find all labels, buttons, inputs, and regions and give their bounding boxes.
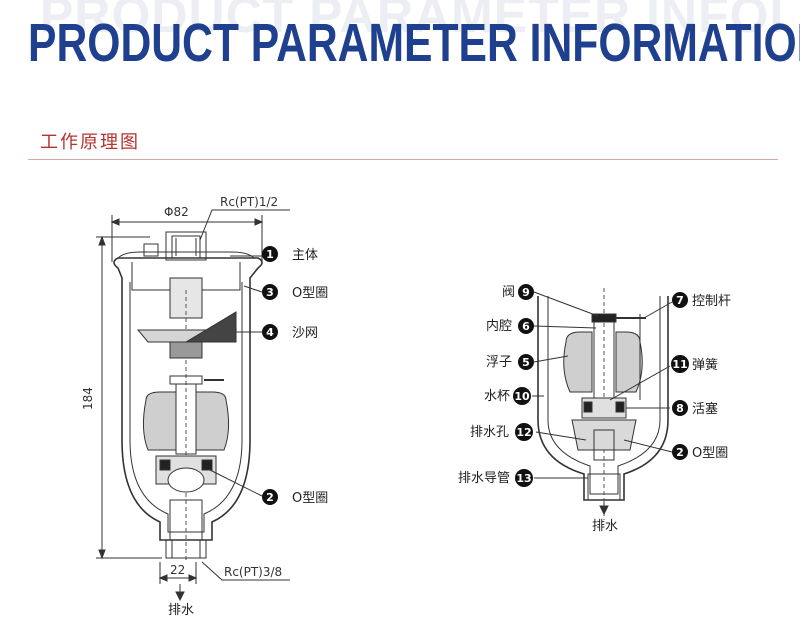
svg-text:4: 4 (266, 326, 274, 339)
left-drain-label: 排水 (168, 603, 194, 618)
svg-text:11: 11 (672, 358, 687, 371)
right-callout-10: 水杯 10 (484, 387, 531, 405)
svg-text:阀: 阀 (502, 285, 515, 300)
svg-text:1: 1 (266, 248, 274, 261)
svg-text:12: 12 (516, 426, 531, 439)
svg-text:10: 10 (514, 390, 530, 403)
svg-text:弹簧: 弹簧 (692, 357, 718, 373)
left-callout-2: 2 O型圈 (262, 489, 328, 506)
svg-text:主体: 主体 (292, 248, 318, 263)
svg-text:2: 2 (266, 491, 274, 504)
svg-text:水杯: 水杯 (484, 389, 510, 404)
svg-text:O型圈: O型圈 (692, 446, 728, 461)
section-divider (28, 159, 778, 160)
right-callout-5: 浮子 5 (486, 354, 534, 370)
right-callout-12: 排水孔 12 (470, 423, 533, 441)
right-callout-9: 阀 9 (502, 284, 534, 300)
svg-text:控制杆: 控制杆 (692, 294, 731, 309)
dim-bottom-width: 22 (170, 563, 185, 577)
left-callout-1: 1 主体 (262, 246, 318, 263)
left-filter-diagram (96, 209, 290, 602)
svg-text:O型圈: O型圈 (292, 491, 328, 506)
background-title: PRODUCT PARAMETER INFORMATION (40, 0, 780, 43)
right-callout-6: 内腔 6 (486, 318, 534, 334)
svg-text:浮子: 浮子 (486, 355, 512, 370)
right-drain-diagram (532, 288, 673, 520)
dim-outlet-thread: Rc(PT)3/8 (224, 565, 282, 579)
svg-text:9: 9 (522, 286, 530, 299)
svg-text:活塞: 活塞 (692, 401, 718, 417)
left-callout-3: 3 O型圈 (262, 284, 328, 301)
svg-text:沙网: 沙网 (292, 326, 318, 341)
right-callout-7: 7 控制杆 (672, 292, 731, 309)
section-title: 工作原理图 (40, 132, 140, 153)
svg-text:3: 3 (266, 286, 274, 299)
left-callout-4: 4 沙网 (262, 324, 318, 341)
right-callout-2: 2 O型圈 (672, 444, 728, 461)
right-callout-11: 11 弹簧 (671, 355, 718, 373)
right-callout-8: 8 活塞 (672, 400, 718, 417)
svg-text:排水孔: 排水孔 (470, 425, 509, 440)
dim-height: 184 (81, 387, 95, 410)
svg-text:5: 5 (522, 356, 530, 369)
right-drain-label: 排水 (592, 519, 618, 534)
svg-text:内腔: 内腔 (486, 318, 512, 334)
dim-inlet-thread: Rc(PT)1/2 (220, 195, 278, 209)
svg-text:2: 2 (676, 446, 684, 459)
svg-text:8: 8 (676, 402, 684, 415)
svg-text:13: 13 (516, 472, 531, 485)
dim-top-width: Φ82 (164, 205, 189, 219)
svg-text:6: 6 (522, 320, 530, 333)
svg-text:排水导管: 排水导管 (458, 471, 510, 486)
svg-text:7: 7 (676, 294, 684, 307)
svg-text:O型圈: O型圈 (292, 286, 328, 301)
right-callout-13: 排水导管 13 (458, 469, 533, 487)
